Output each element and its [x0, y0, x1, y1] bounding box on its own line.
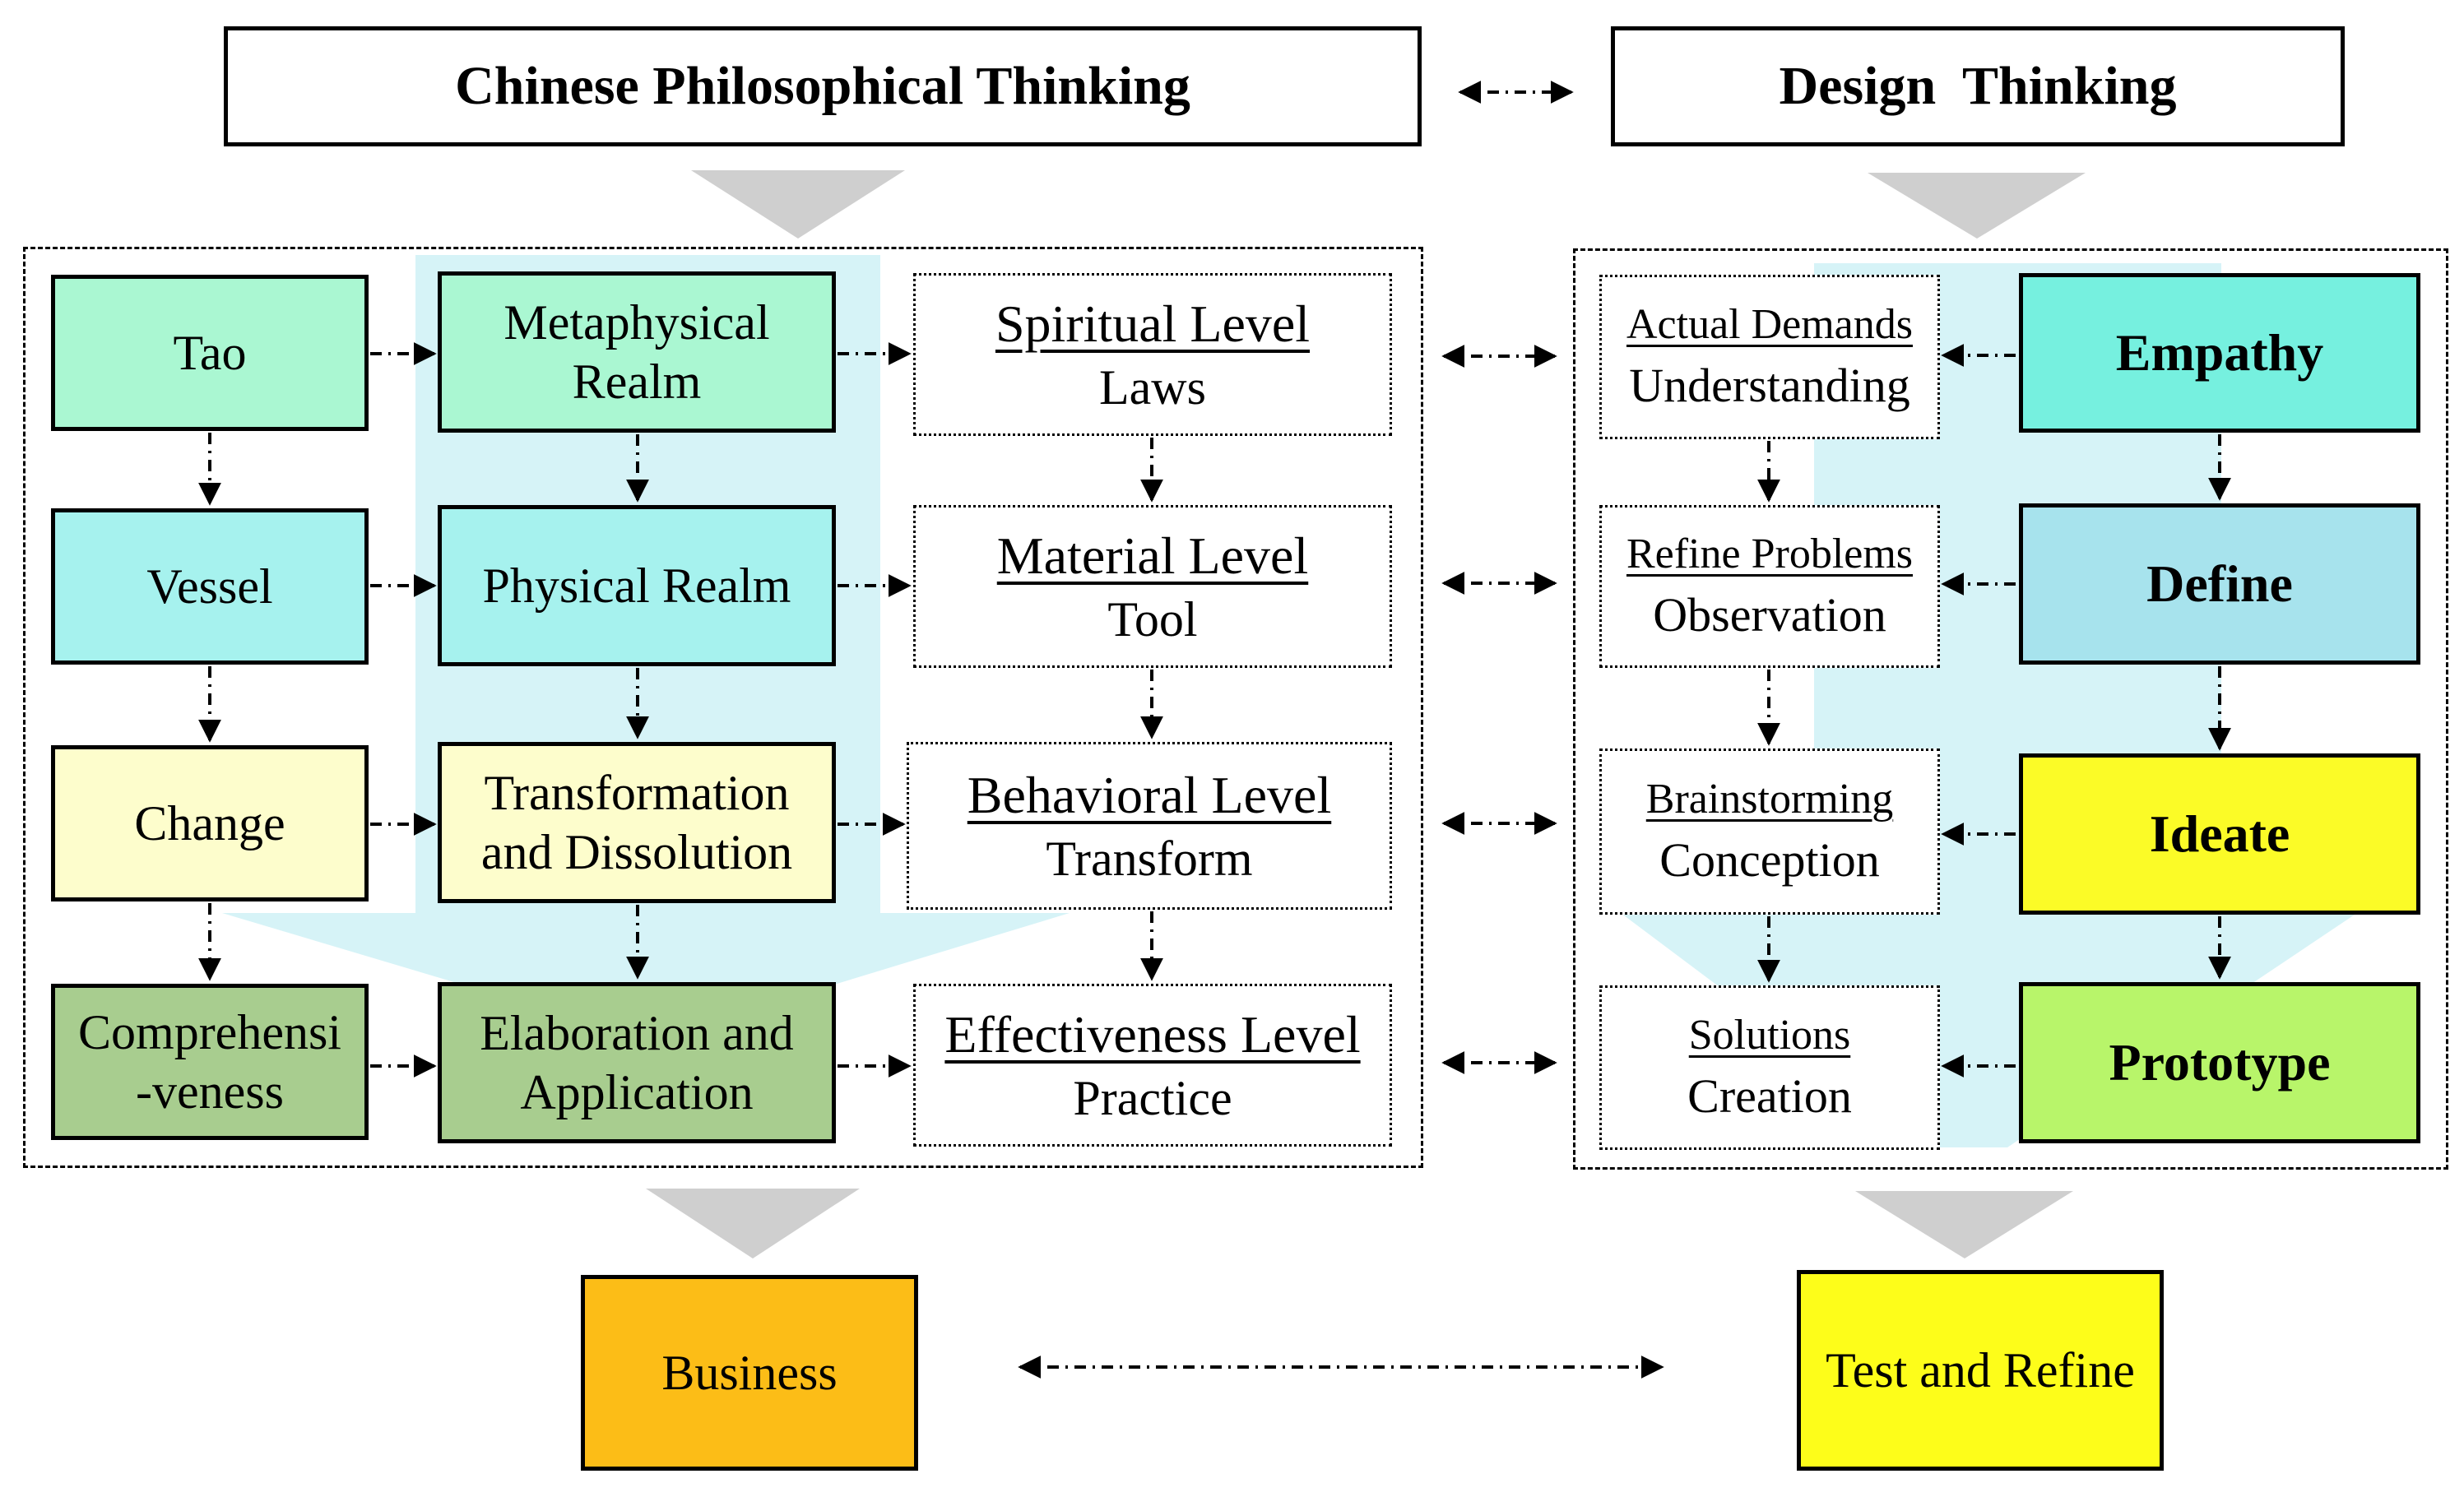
- brainstorming-box: Brainstorming Conception: [1599, 748, 1940, 915]
- effectiveness-level-title: Effectiveness Level: [944, 1004, 1361, 1064]
- chinese-group-container: [23, 247, 1423, 1168]
- physical-realm-label: Physical Realm: [482, 558, 791, 613]
- chinese-header-label: Chinese Philosophical Thinking: [455, 56, 1190, 116]
- actual-demands-box: Actual Demands Understanding: [1599, 275, 1940, 439]
- funnel-right-top: [1868, 173, 2086, 239]
- design-header: Design Thinking: [1611, 26, 2345, 146]
- test-refine-box: Test and Refine: [1797, 1270, 2164, 1471]
- effectiveness-level-box: Effectiveness Level Practice: [913, 984, 1392, 1147]
- actual-demands-sub: Understanding: [1629, 358, 1910, 412]
- tao-label: Tao: [173, 326, 247, 380]
- metaphysical-realm-box: Metaphysical Realm: [438, 271, 836, 433]
- prototype-box: Prototype: [2019, 982, 2420, 1143]
- empathy-box: Empathy: [2019, 273, 2420, 433]
- behavioral-level-box: Behavioral Level Transform: [907, 742, 1392, 910]
- prototype-label: Prototype: [2109, 1033, 2331, 1091]
- spiritual-level-title: Spiritual Level: [995, 294, 1311, 353]
- design-group-container: [1573, 248, 2448, 1170]
- solutions-sub: Creation: [1687, 1068, 1852, 1123]
- empathy-label: Empathy: [2115, 323, 2324, 382]
- behavioral-level-title: Behavioral Level: [967, 765, 1332, 824]
- vessel-box: Vessel: [51, 508, 369, 665]
- spiritual-level-box: Spiritual Level Laws: [913, 273, 1392, 436]
- business-label: Business: [661, 1346, 838, 1400]
- change-label: Change: [134, 796, 285, 850]
- refine-problems-title: Refine Problems: [1626, 530, 1914, 577]
- ideate-box: Ideate: [2019, 753, 2420, 915]
- vessel-label: Vessel: [146, 559, 273, 614]
- comprehensiveness-label: Comprehensi -veness: [78, 1005, 341, 1119]
- transformation-dissolution-box: Transformation and Dissolution: [438, 742, 836, 903]
- transformation-dissolution-label: Transformation and Dissolution: [480, 766, 793, 879]
- change-box: Change: [51, 745, 369, 901]
- test-refine-label: Test and Refine: [1826, 1343, 2135, 1397]
- brainstorming-title: Brainstorming: [1645, 775, 1894, 823]
- elaboration-application-box: Elaboration and Application: [438, 982, 836, 1143]
- elaboration-application-label: Elaboration and Application: [480, 1006, 794, 1119]
- material-level-box: Material Level Tool: [913, 505, 1392, 668]
- refine-problems-sub: Observation: [1653, 587, 1886, 642]
- solutions-box: Solutions Creation: [1599, 985, 1940, 1150]
- material-level-title: Material Level: [996, 526, 1309, 585]
- actual-demands-title: Actual Demands: [1626, 300, 1913, 348]
- funnel-right-bottom: [1855, 1191, 2073, 1258]
- spiritual-level-sub: Laws: [1099, 359, 1206, 415]
- design-header-label: Design Thinking: [1779, 56, 2177, 116]
- comprehensiveness-box: Comprehensi -veness: [51, 984, 369, 1140]
- funnel-left-bottom: [646, 1189, 860, 1258]
- physical-realm-box: Physical Realm: [438, 505, 836, 666]
- effectiveness-level-sub: Practice: [1073, 1070, 1232, 1125]
- behavioral-level-sub: Transform: [1046, 831, 1253, 886]
- business-box: Business: [581, 1275, 918, 1471]
- tao-box: Tao: [51, 275, 369, 431]
- chinese-header: Chinese Philosophical Thinking: [224, 26, 1422, 146]
- metaphysical-realm-label: Metaphysical Realm: [503, 295, 770, 409]
- define-box: Define: [2019, 503, 2420, 665]
- refine-problems-box: Refine Problems Observation: [1599, 505, 1940, 668]
- ideate-label: Ideate: [2149, 804, 2290, 863]
- material-level-sub: Tool: [1107, 591, 1198, 647]
- right-backdrop-arrow: [1621, 263, 2357, 1147]
- define-label: Define: [2146, 554, 2293, 613]
- brainstorming-sub: Conception: [1659, 832, 1880, 887]
- solutions-title: Solutions: [1688, 1011, 1851, 1059]
- funnel-left-top: [691, 170, 905, 239]
